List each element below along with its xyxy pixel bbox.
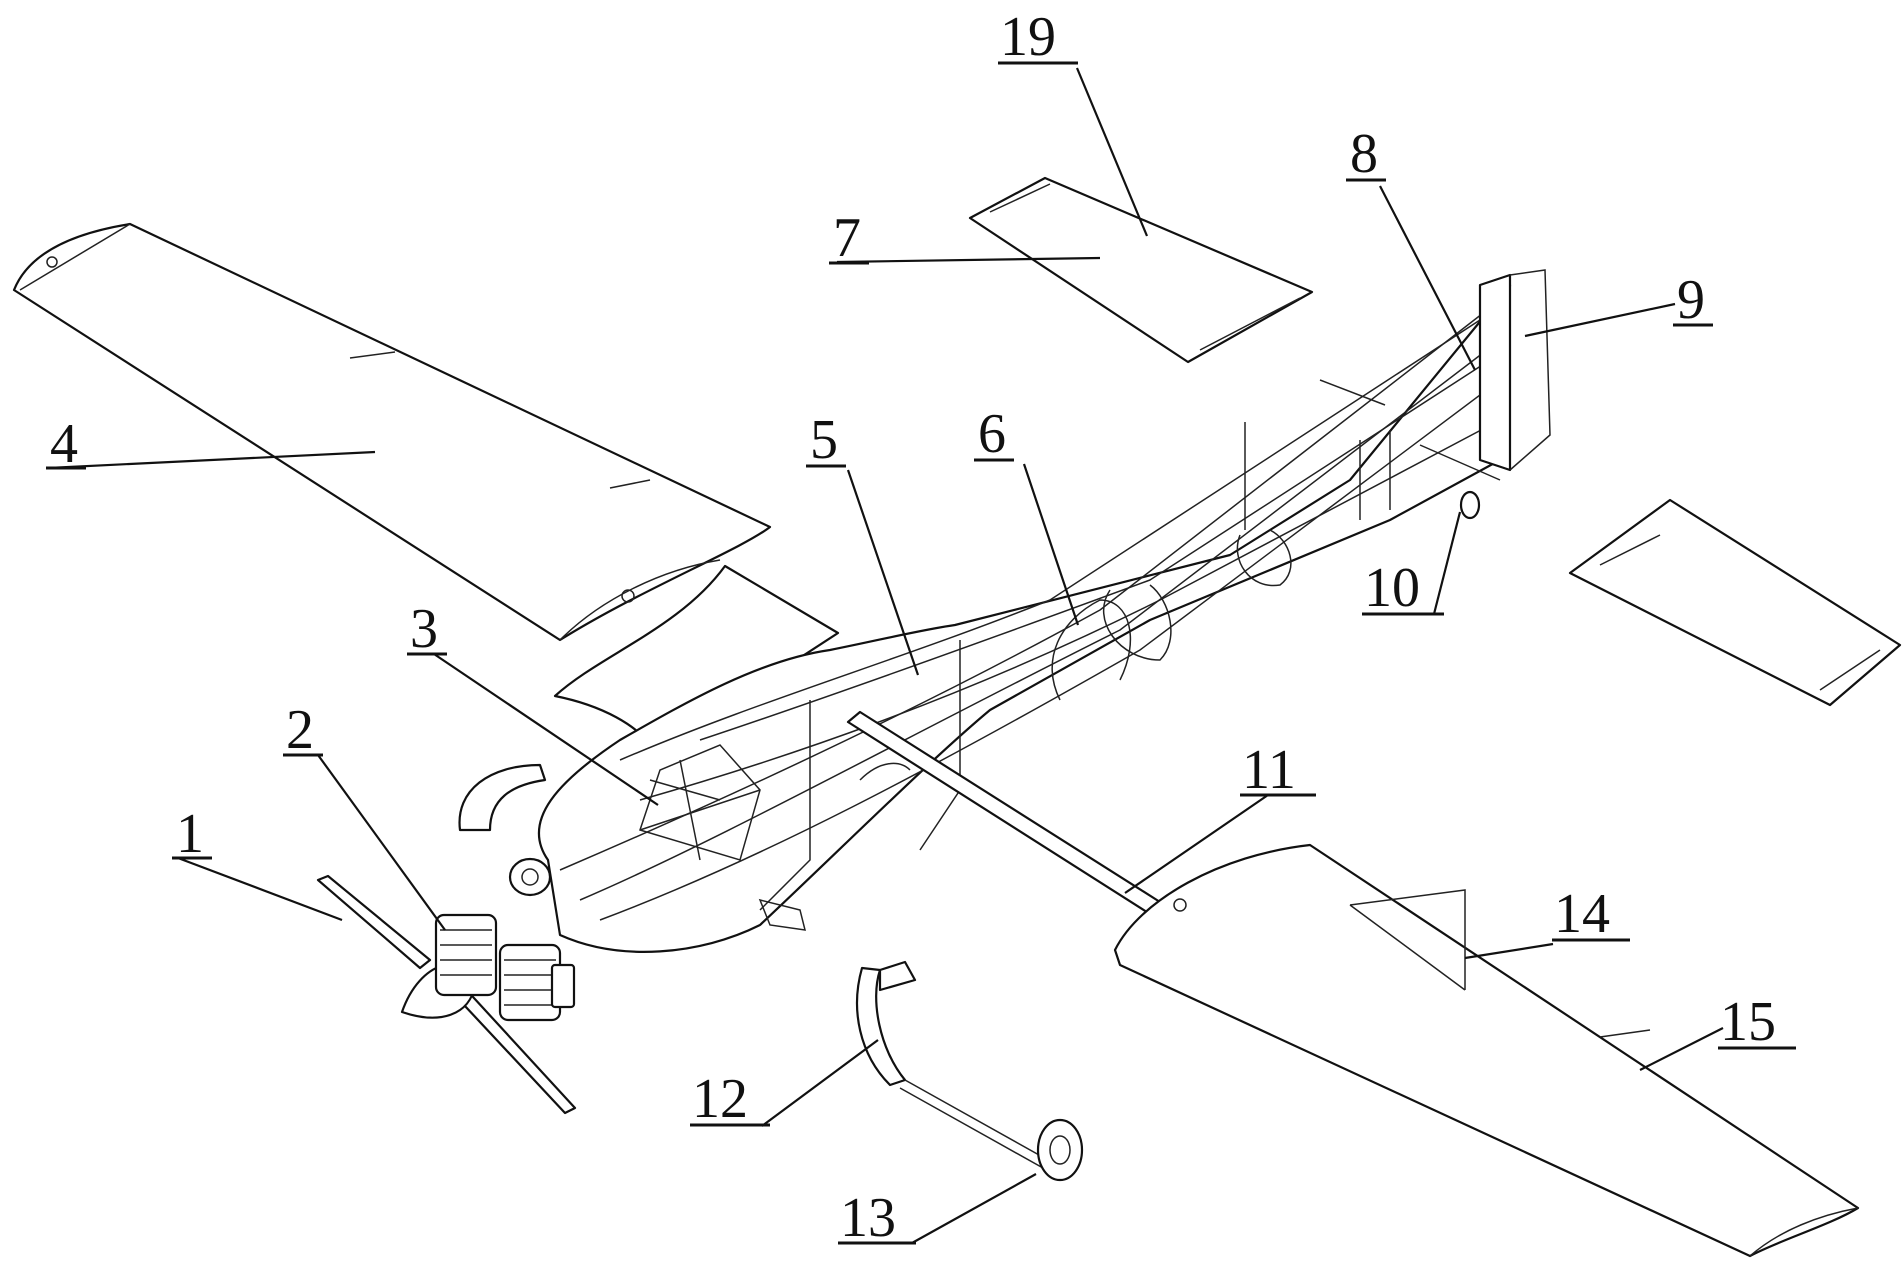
left-wing bbox=[14, 224, 770, 640]
part-label-2: 2 bbox=[286, 699, 314, 761]
part-label-15: 15 bbox=[1720, 991, 1776, 1053]
leader-15 bbox=[1640, 1028, 1723, 1070]
cowling-ring bbox=[460, 765, 550, 895]
part-label-1: 1 bbox=[176, 803, 204, 865]
leader-9 bbox=[1525, 304, 1675, 336]
left-horizontal-stabilizer bbox=[970, 178, 1312, 362]
part-label-19: 19 bbox=[1000, 6, 1056, 68]
part-label-9: 9 bbox=[1677, 269, 1705, 331]
part-label-11: 11 bbox=[1242, 739, 1296, 801]
part-label-10: 10 bbox=[1364, 557, 1420, 619]
right-horizontal-stabilizer bbox=[1570, 500, 1900, 705]
part-label-4: 4 bbox=[50, 413, 78, 475]
part-label-14: 14 bbox=[1554, 883, 1610, 945]
part-label-8: 8 bbox=[1350, 123, 1378, 185]
leader-2 bbox=[318, 755, 445, 930]
part-label-3: 3 bbox=[410, 598, 438, 660]
leader-10 bbox=[1434, 512, 1460, 614]
wing-spar-tube bbox=[848, 712, 1160, 914]
landing-gear bbox=[857, 962, 1082, 1180]
leader-12 bbox=[762, 1040, 878, 1126]
leader-13 bbox=[912, 1174, 1036, 1243]
part-label-7: 7 bbox=[833, 207, 861, 269]
part-label-12: 12 bbox=[692, 1068, 748, 1130]
leader-14 bbox=[1465, 944, 1553, 958]
part-label-13: 13 bbox=[840, 1187, 896, 1249]
leader-8 bbox=[1380, 186, 1475, 370]
leader-1 bbox=[178, 858, 342, 920]
part-label-6: 6 bbox=[978, 403, 1006, 465]
part-label-5: 5 bbox=[810, 409, 838, 471]
